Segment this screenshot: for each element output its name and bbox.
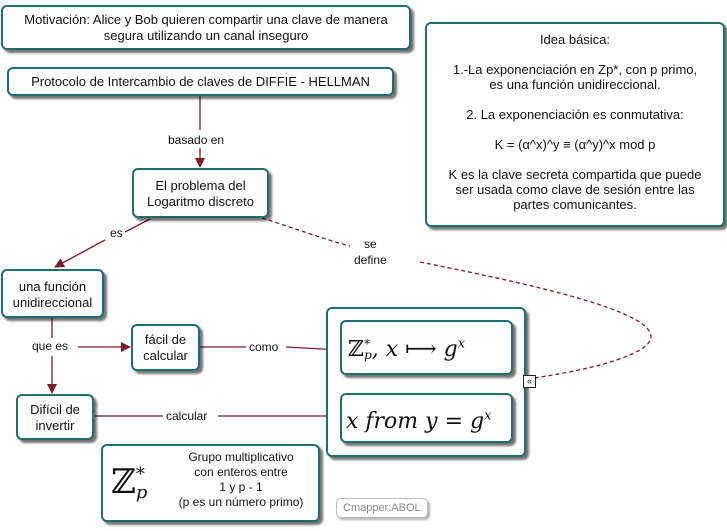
group-description: Grupo multiplicativo con enteros entre 1… (161, 450, 321, 510)
idea-formula: K = (α^x)^y ≡ (α^y)^x mod p (494, 137, 656, 152)
mapping-set-sup: * (364, 337, 371, 352)
link-label-basado-en: basado en (166, 133, 227, 147)
idea-point-3-line-3: partes comunicantes. (513, 197, 637, 212)
mapping-set-sub: p (364, 348, 372, 363)
inverse-text: x from y = g (346, 409, 485, 435)
group-line-2: con enteros entre (194, 465, 288, 479)
group-symbol-letter: ℤ (111, 462, 136, 502)
idea-node[interactable]: Idea básica: 1.-La exponenciación en Zp*… (425, 22, 725, 227)
inverse-exp: x (484, 409, 492, 424)
motivation-line-1: Motivación: Alice y Bob quieren comparti… (24, 12, 388, 27)
oneway-node[interactable]: una función unidireccional (1, 269, 104, 318)
link-label-define: define (352, 253, 389, 267)
logarithm-line-1: El problema del (155, 178, 246, 193)
oneway-line-1: una función (18, 279, 87, 294)
idea-title: Idea básica: (539, 32, 611, 47)
easy-line-1: fácil de (144, 332, 187, 347)
group-line-1: Grupo multiplicativo (188, 450, 294, 464)
group-node[interactable]: ℤ*p Grupo multiplicativo con enteros ent… (101, 444, 320, 522)
link-label-es: es (108, 226, 125, 240)
inverse-node[interactable]: x from y = gx (340, 393, 513, 443)
idea-point-2: 2. La exponenciación es conmutativa: (466, 107, 684, 122)
logarithm-line-2: Logaritmo discreto (147, 194, 254, 209)
easy-line-2: calcular (143, 348, 188, 363)
mapping-rest: , x ⟼ g (371, 337, 458, 363)
link-logarithm-define (261, 217, 351, 247)
link-label-se: se (362, 237, 379, 251)
logarithm-node[interactable]: El problema del Logaritmo discreto (132, 168, 269, 218)
link-label-como: como (247, 340, 281, 354)
collapse-icon[interactable]: « (523, 375, 536, 388)
mapping-set-letter: ℤ (348, 337, 365, 363)
group-symbol: ℤ*p (111, 464, 147, 502)
motivation-line-2: segura utilizando un canal inseguro (103, 28, 309, 43)
link-logarithm-es (124, 218, 151, 233)
hard-node[interactable]: Difícil de invertir (16, 394, 94, 440)
link-label-calcular: calcular (164, 409, 210, 423)
idea-point-1-line-1: 1.-La exponenciación en Zp*, con p primo… (452, 62, 698, 77)
easy-node[interactable]: fácil de calcular (131, 324, 200, 371)
inverse-expression: x from y = gx (346, 409, 491, 434)
link-define-inverse (419, 261, 652, 397)
group-line-3: 1 y p - 1 (219, 480, 263, 494)
group-symbol-sup: * (135, 464, 145, 485)
protocol-node[interactable]: Protocolo de Intercambio de claves de DI… (7, 67, 394, 96)
idea-point-3-line-2: ser usada como clave de sesión entre las (455, 182, 695, 197)
link-es-oneway (54, 239, 106, 268)
motivation-node[interactable]: Motivación: Alice y Bob quieren comparti… (1, 5, 411, 50)
mapping-expression: ℤ*p, x ⟼ gx (348, 337, 465, 362)
protocol-label: Protocolo de Intercambio de claves de DI… (31, 74, 370, 89)
oneway-line-2: unidireccional (12, 295, 93, 310)
mapping-node[interactable]: ℤ*p, x ⟼ gx (340, 320, 513, 375)
idea-point-1-line-2: es una función unidireccional. (489, 77, 661, 92)
mapping-exp: x (457, 337, 466, 352)
hard-line-2: invertir (35, 418, 75, 433)
hard-line-1: Difícil de (30, 402, 80, 417)
group-line-4: (p es un número primo) (178, 495, 304, 509)
cmapper-watermark: Cmapper:ABOL (336, 498, 428, 518)
link-label-que-es: que es (30, 339, 71, 353)
group-symbol-sub: p (135, 482, 148, 503)
idea-point-3-line-1: K es la clave secreta compartida que pue… (448, 167, 702, 182)
